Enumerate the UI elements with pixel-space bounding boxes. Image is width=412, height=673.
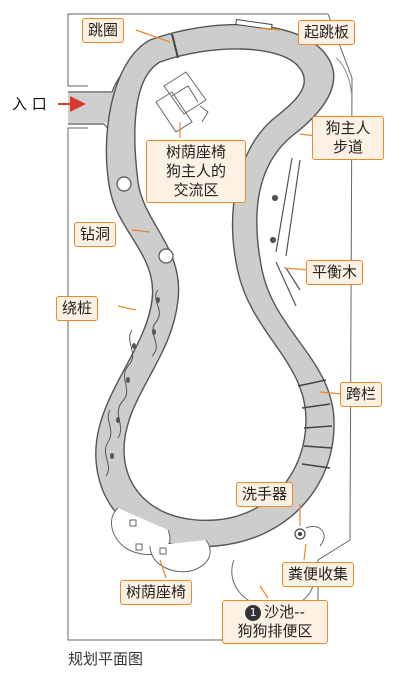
sandpit-number-badge: 1 (245, 605, 262, 621)
callout-waste-collect: 粪便收集 (282, 562, 355, 587)
callout-hand-wash-text: 洗手器 (242, 485, 288, 503)
site-boundary (67, 13, 353, 641)
callout-balance-beam-text: 平衡木 (312, 263, 358, 281)
callout-springboard-text: 起跳板 (304, 23, 350, 41)
callout-owner-path-line2: 步道 (332, 138, 363, 156)
callout-owner-path-line1: 狗主人 (325, 119, 371, 137)
callout-sandpit-line2: 狗狗排便区 (237, 622, 313, 640)
corner-detail (335, 57, 353, 97)
waste-bin (305, 526, 325, 547)
callout-hand-wash: 洗手器 (236, 482, 294, 507)
entrance-label: 入 口 (12, 95, 47, 113)
shade-seat-area-north (155, 71, 209, 133)
callout-shade-seat-north-line3: 交流区 (173, 181, 219, 199)
weave-pole-markers (110, 297, 160, 459)
callout-springboard: 起跳板 (298, 20, 356, 45)
callout-waste-collect-text: 粪便收集 (288, 565, 349, 583)
callout-hurdles-text: 跨栏 (346, 385, 377, 403)
hurdles (297, 379, 333, 469)
callout-weave-poles-text: 绕桩 (62, 299, 93, 317)
callout-shade-seat-north-line2: 狗主人的 (165, 162, 226, 180)
callout-tunnel: 钻洞 (74, 222, 117, 247)
callout-owner-path: 狗主人 步道 (312, 116, 384, 160)
callout-shade-seat-south-text: 树荫座椅 (126, 583, 187, 601)
callout-jump-ring-text: 跳圈 (88, 21, 119, 39)
callout-tunnel-text: 钻洞 (80, 225, 111, 243)
callout-shade-seat-north-line1: 树荫座椅 (165, 143, 226, 161)
callout-shade-seat-north: 树荫座椅 狗主人的 交流区 (146, 140, 246, 203)
leader-lines (117, 27, 343, 599)
plan-caption: 规划平面图 (68, 650, 144, 668)
callout-hurdles: 跨栏 (340, 382, 383, 407)
hand-wash-station (294, 528, 306, 540)
callout-jump-ring: 跳圈 (82, 18, 125, 43)
balance-beam (269, 157, 301, 307)
tunnel (116, 176, 174, 264)
jump-ring-mark (171, 33, 179, 59)
callout-weave-poles: 绕桩 (56, 296, 99, 321)
shade-seat-area-south (110, 507, 211, 573)
callout-shade-seat-south: 树荫座椅 (120, 580, 193, 605)
callout-balance-beam: 平衡木 (306, 260, 364, 285)
springboard-mark (235, 18, 273, 31)
callout-sandpit-line1-text: 沙池-- (264, 603, 305, 621)
